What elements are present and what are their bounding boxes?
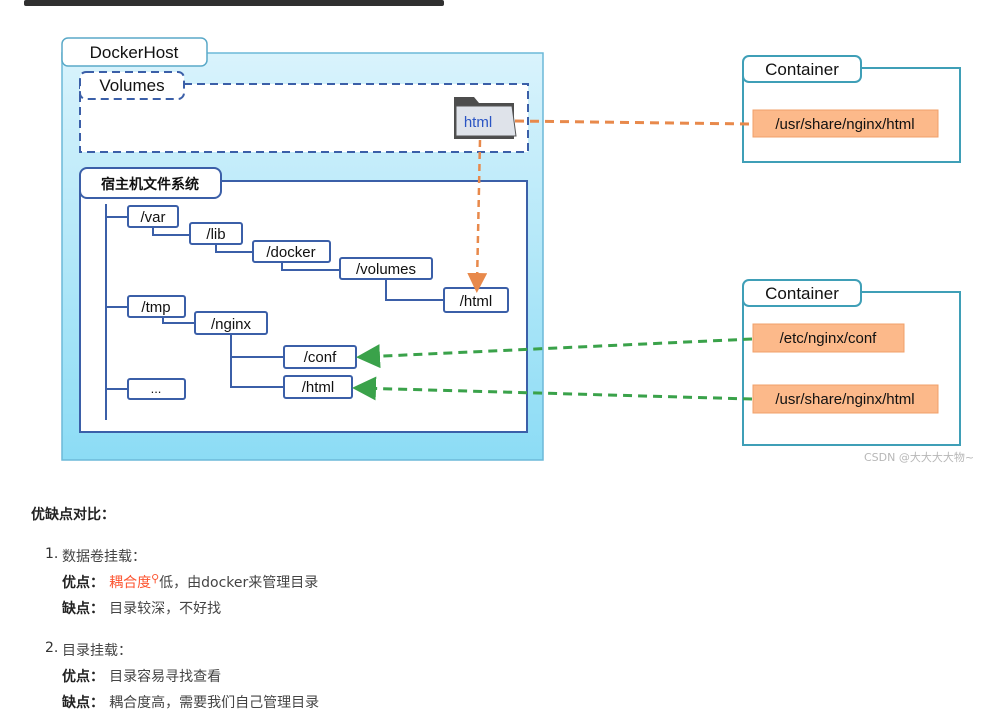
item-1-cons-line: 缺点： 目录较深，不好找 (62, 598, 221, 618)
item-2-pros-label: 优点： (62, 669, 104, 685)
tree-node-tmp: /tmp (127, 295, 186, 318)
csdn-watermark: CSDN @大大大大物~ (864, 451, 975, 464)
item-2-pros-line: 优点： 目录容易寻找查看 (62, 666, 221, 686)
directory-mount-arrows (352, 337, 753, 401)
container-2: Container /etc/nginx/conf /usr/share/ngi… (742, 279, 961, 446)
tree-node-html-tmp: /html (283, 375, 353, 399)
item-1-cons-label: 缺点： (62, 601, 104, 617)
item-1-title: 数据卷挂载： (62, 549, 146, 565)
tree-label-ellipsis: ... (151, 381, 162, 396)
item-1-number: 1. (45, 546, 59, 562)
tree-label-docker: /docker (266, 244, 315, 261)
container-2-html-path: /usr/share/nginx/html (775, 391, 914, 408)
item-1-pros-label: 优点： (62, 575, 104, 591)
item-2-number: 2. (45, 640, 59, 656)
folder-icon: html (454, 97, 517, 139)
item-2-cons-text: 耦合度高，需要我们自己管理目录 (109, 695, 320, 711)
search-icon[interactable]: ⚲ (151, 572, 160, 585)
clipped-heading-remnant (0, 0, 480, 6)
tree-label-conf: /conf (304, 349, 337, 366)
tree-label-html-tmp: /html (302, 379, 335, 396)
item-2-cons-line: 缺点： 耦合度高，需要我们自己管理目录 (62, 692, 319, 712)
item-1-pros-line: 优点： 耦合度⚲低，由docker来管理目录 (62, 572, 318, 592)
tree-label-lib: /lib (206, 226, 225, 243)
volume-folder-label: html (464, 114, 492, 131)
item-2-title: 目录挂载： (62, 643, 132, 659)
container-2-title: Container (765, 284, 839, 303)
container-1-title: Container (765, 60, 839, 79)
item-1-cons-text: 目录较深，不好找 (109, 601, 222, 617)
tree-node-var: /var (127, 205, 179, 228)
tree-connectors (105, 204, 444, 420)
comparison-heading: 优缺点对比： (31, 507, 115, 523)
tree-label-nginx: /nginx (211, 316, 252, 333)
tree-label-html-volume: /html (460, 293, 493, 310)
container-2-conf-path: /etc/nginx/conf (780, 330, 878, 347)
tree-label-var: /var (140, 209, 165, 226)
docker-mount-diagram: DockerHost Volumes html 宿主机文件系统 /var (61, 37, 961, 461)
filesystem-title: 宿主机文件系统 (101, 176, 199, 193)
item-1-pros-text: 低，由docker来管理目录 (159, 575, 319, 591)
tree-label-tmp: /tmp (141, 299, 170, 316)
tree-node-ellipsis: ... (127, 378, 186, 400)
container-1: Container /usr/share/nginx/html (742, 55, 961, 163)
volume-mount-arrows (467, 119, 753, 293)
container-1-path: /usr/share/nginx/html (775, 116, 914, 133)
coupling-link[interactable]: 耦合度 (109, 575, 152, 591)
tree-label-volumes: /volumes (356, 261, 416, 278)
item-2-cons-label: 缺点： (62, 695, 104, 711)
tree-node-lib: /lib (189, 222, 243, 245)
tree-node-docker: /docker (252, 240, 331, 263)
item-2-pros-text: 目录容易寻找查看 (109, 669, 222, 685)
tree-node-nginx: /nginx (194, 311, 268, 335)
tree-node-volumes: /volumes (339, 257, 433, 280)
docker-host-title: DockerHost (90, 43, 179, 62)
volumes-title: Volumes (99, 76, 164, 95)
tree-node-html-volume: /html (443, 287, 509, 313)
tree-node-conf: /conf (283, 345, 357, 369)
volumes-box: Volumes (79, 71, 529, 153)
